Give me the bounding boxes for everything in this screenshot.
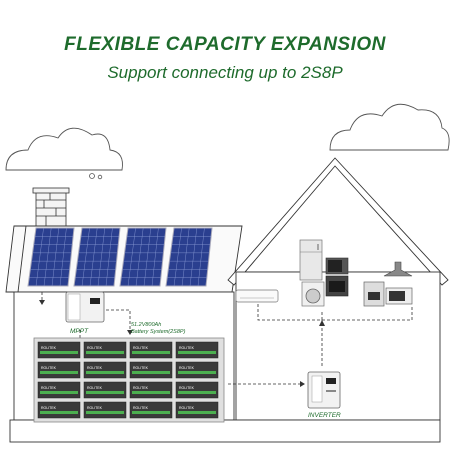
solar-panel-icon <box>119 227 167 287</box>
battery-icon: ROLITEK <box>175 381 219 399</box>
battery-brand-label: ROLITEK <box>41 386 57 390</box>
battery-icon: ROLITEK <box>37 361 81 379</box>
arrow-heads <box>39 300 325 387</box>
battery-icon: ROLITEK <box>175 341 219 359</box>
page-subtitle: Support connecting up to 2S8P <box>107 63 343 82</box>
battery-system-label: Battery System(2S8P) <box>131 329 186 335</box>
battery-brand-label: ROLITEK <box>87 386 103 390</box>
battery-icon: ROLITEK <box>129 341 173 359</box>
battery-icon: ROLITEK <box>37 381 81 399</box>
solar-panel-icon <box>165 227 213 287</box>
battery-bank: ROLITEK ROLITEK ROLITEK ROLITEK ROLITEK ROLIT… <box>37 341 219 419</box>
coffee-machine-icon <box>363 281 385 307</box>
oven-icon <box>325 275 349 297</box>
solar-panel-icon <box>73 227 121 287</box>
cloud-right-icon <box>329 103 450 151</box>
solar-panel-icon <box>27 227 75 287</box>
mppt-controller-icon <box>65 291 105 323</box>
battery-brand-label: ROLITEK <box>133 406 149 410</box>
refrigerator-icon <box>299 239 323 281</box>
page-title: FLEXIBLE CAPACITY EXPANSION <box>64 34 386 55</box>
battery-brand-label: ROLITEK <box>179 406 195 410</box>
range-hood-icon <box>383 261 413 277</box>
battery-brand-label: ROLITEK <box>87 346 103 350</box>
battery-brand-label: ROLITEK <box>41 346 57 350</box>
battery-brand-label: ROLITEK <box>87 366 103 370</box>
battery-icon: ROLITEK <box>83 381 127 399</box>
battery-icon: ROLITEK <box>83 361 127 379</box>
battery-icon: ROLITEK <box>175 361 219 379</box>
battery-brand-label: ROLITEK <box>179 346 195 350</box>
solar-panel-array <box>27 227 213 287</box>
battery-icon: ROLITEK <box>129 361 173 379</box>
battery-icon: ROLITEK <box>83 341 127 359</box>
inverter-label: INVERTER <box>308 412 341 419</box>
battery-icon: ROLITEK <box>83 401 127 419</box>
toaster-oven-icon <box>385 287 413 305</box>
battery-brand-label: ROLITEK <box>41 406 57 410</box>
cloud-icon <box>5 127 123 171</box>
battery-brand-label: ROLITEK <box>133 366 149 370</box>
battery-icon: ROLITEK <box>129 401 173 419</box>
battery-icon: ROLITEK <box>37 401 81 419</box>
battery-spec-label: 51.2V800Ah <box>131 322 161 328</box>
battery-brand-label: ROLITEK <box>179 366 195 370</box>
inverter-icon <box>307 371 341 409</box>
battery-icon: ROLITEK <box>175 401 219 419</box>
chimney-icon <box>32 187 70 227</box>
cloud-small-icon <box>89 173 103 180</box>
battery-brand-label: ROLITEK <box>87 406 103 410</box>
battery-brand-label: ROLITEK <box>133 346 149 350</box>
mppt-label: MPPT <box>70 328 89 335</box>
connection-lines <box>41 292 413 385</box>
battery-brand-label: ROLITEK <box>179 386 195 390</box>
battery-icon: ROLITEK <box>37 341 81 359</box>
washing-machine-icon <box>301 281 325 307</box>
battery-brand-label: ROLITEK <box>133 386 149 390</box>
battery-brand-label: ROLITEK <box>41 366 57 370</box>
foundation <box>9 419 441 443</box>
microwave-icon <box>325 257 349 275</box>
air-conditioner-icon <box>235 289 279 303</box>
battery-icon: ROLITEK <box>129 381 173 399</box>
